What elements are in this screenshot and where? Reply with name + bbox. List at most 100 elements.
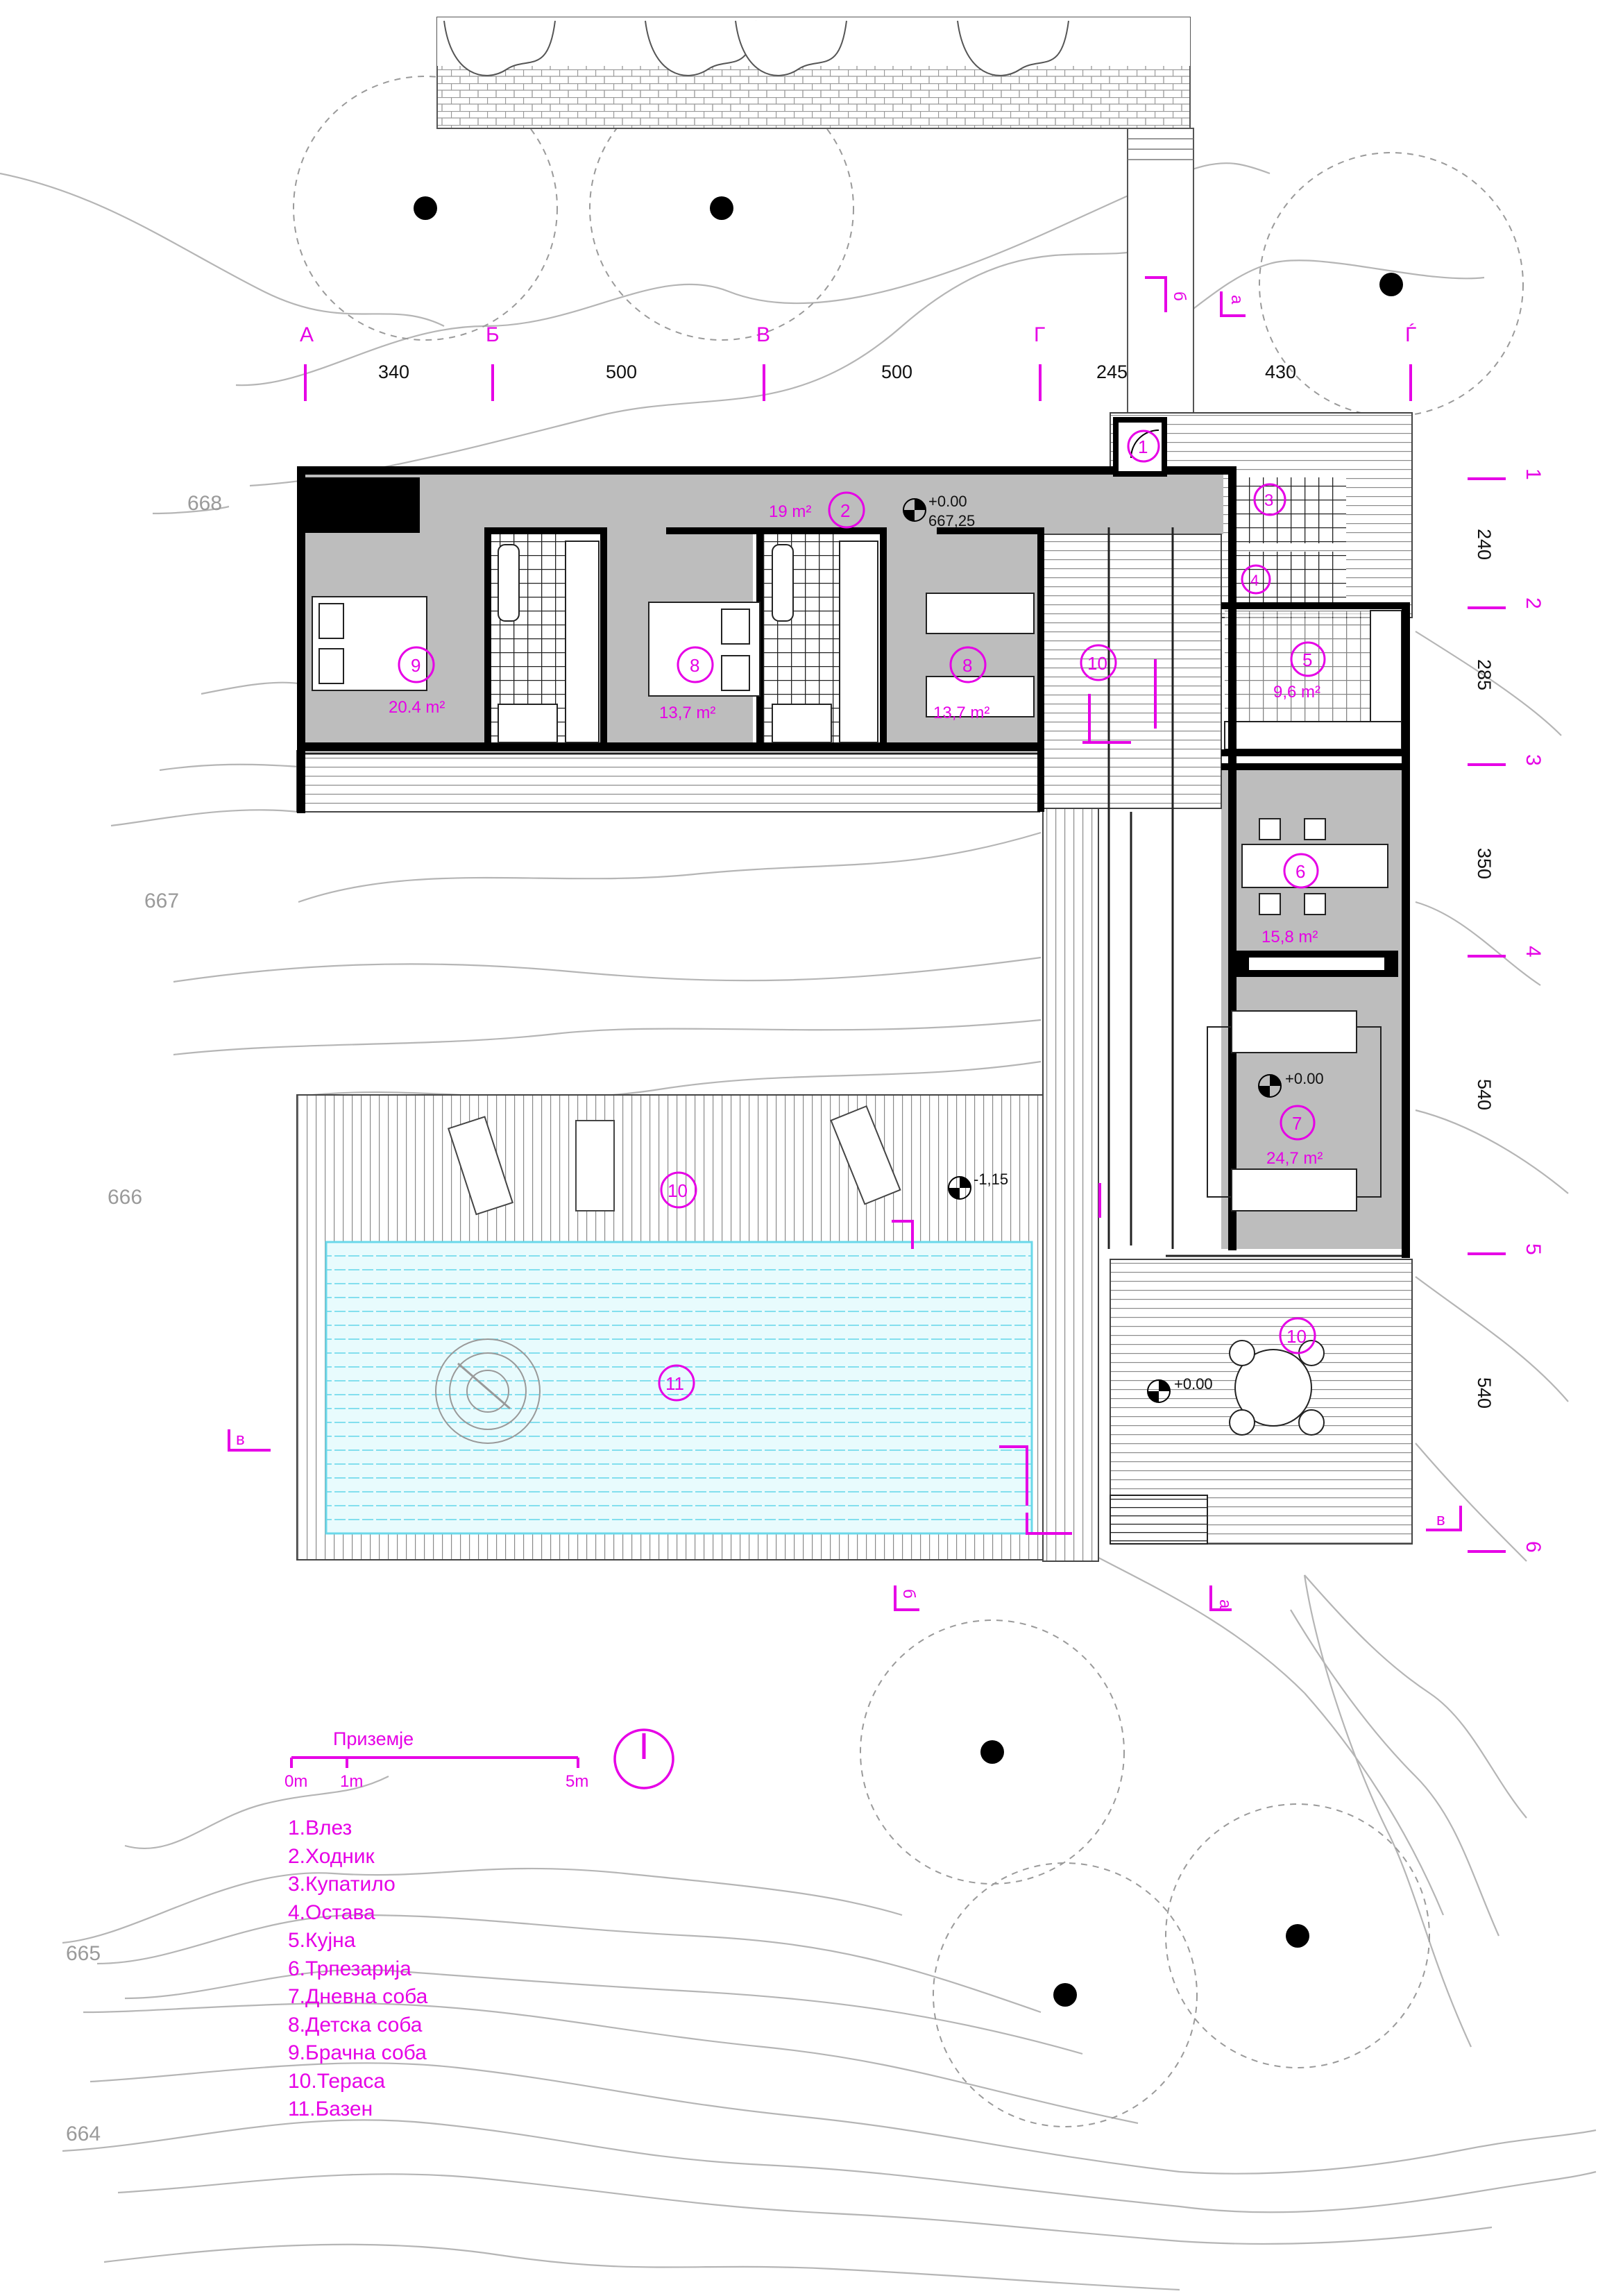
corridor-deck: [1042, 808, 1099, 1562]
legend-item: 4.Остава: [288, 1900, 375, 1924]
legend-item: 5.Кујна: [288, 1929, 356, 1952]
svg-text:10: 10: [1286, 1326, 1307, 1347]
room-4-storage: 4: [1241, 564, 1271, 595]
axis-letter-v: В: [756, 323, 770, 346]
axis-number-dim-1: 240: [1474, 529, 1495, 560]
section-mark-a-bottom: а: [1216, 1599, 1234, 1609]
room-legend: 1.Влез 2.Ходник 3.Купатило 4.Остава 5.Ку…: [288, 1814, 427, 2124]
legend-item: 10.Тераса: [288, 2069, 386, 2093]
scale-label-1: 1m: [340, 1772, 363, 1791]
axis-number-3: 3: [1522, 754, 1545, 766]
level-terrace: +0.00: [1147, 1375, 1213, 1403]
room-8b-area: 13,7 m²: [933, 704, 989, 722]
legend-item: 1.Влез: [288, 1817, 352, 1839]
level-markers: +0.00 667,25 +0.00 +0.00 -1,15: [903, 493, 1324, 1403]
axis-letter-gj: Ѓ: [1405, 323, 1416, 346]
grid-axes-letters: А Б В Г Ѓ 340 500 500 245 430: [300, 323, 1416, 401]
room-3-bathroom: 3: [1253, 483, 1286, 516]
room-9-area: 20.4 m²: [389, 698, 445, 717]
room-10-terrace-east: 10: [1279, 1317, 1316, 1354]
room-5-kitchen: 5 9,6 m²: [1273, 641, 1326, 701]
section-mark-v-left: в: [236, 1430, 245, 1449]
legend-item: 2.Ходник: [288, 1844, 375, 1868]
pool: [325, 1241, 1033, 1535]
room-10-terrace-corridor: 10: [1080, 644, 1117, 681]
axis-dim-5: 430: [1265, 362, 1296, 382]
contour-level-labels: 668 667 666 665 664: [66, 492, 222, 2145]
section-marks: б а б а в в: [228, 276, 1462, 1611]
axis-number-4: 4: [1522, 946, 1545, 958]
svg-text:7: 7: [1292, 1113, 1302, 1134]
section-mark-v-right: в: [1436, 1511, 1445, 1529]
room-2-area: 19 m²: [769, 502, 811, 521]
svg-text:8: 8: [962, 655, 972, 676]
room-8-kids-room-b: 8 13,7 m²: [933, 646, 989, 722]
axis-dim-1: 340: [378, 362, 409, 382]
svg-text:5: 5: [1302, 649, 1312, 670]
grid-axes-numbers: 1 2 3 4 5 6 240 285 350 540 540: [1468, 468, 1545, 1553]
svg-text:1: 1: [1138, 436, 1148, 457]
legend-item: 9.Брачна соба: [288, 2041, 427, 2064]
svg-text:667,25: 667,25: [928, 512, 975, 529]
legend-item: 8.Детска соба: [288, 2013, 423, 2036]
contour-label-668: 668: [187, 492, 222, 515]
svg-text:-1,15: -1,15: [974, 1171, 1008, 1188]
axis-number-dim-4: 540: [1474, 1079, 1495, 1110]
level-entry: +0.00 667,25: [903, 493, 975, 529]
scale-label-0: 0m: [284, 1772, 307, 1791]
svg-text:11: 11: [665, 1373, 684, 1394]
room-1-entry: 1: [1127, 430, 1160, 463]
axis-letter-b: Б: [486, 323, 500, 346]
room-8-kids-room-a: 8 13,7 m²: [659, 646, 715, 722]
svg-text:+0.00: +0.00: [1174, 1375, 1213, 1393]
section-mark-b-bottom: б: [899, 1589, 918, 1599]
room-labels: 1 2 19 m² 3 4 5 9,6 m² 6 15,8 m² 7 24,: [389, 430, 1326, 1402]
legend-item: 6.Трпезарија: [288, 1957, 411, 1980]
legend-item: 11.Базен: [288, 2098, 373, 2120]
contour-label-667: 667: [144, 890, 179, 912]
axis-dim-4: 245: [1096, 362, 1128, 382]
legend-item: 7.Дневна соба: [288, 1985, 428, 2008]
south-terrace-bedrooms: [296, 750, 1040, 813]
room-5-area: 9,6 m²: [1273, 683, 1320, 701]
room-7-living: 7 24,7 m²: [1266, 1105, 1323, 1168]
contour-label-666: 666: [108, 1186, 142, 1209]
svg-text:10: 10: [1087, 653, 1107, 674]
axis-number-dim-5: 540: [1474, 1377, 1495, 1409]
axis-number-2: 2: [1522, 597, 1545, 609]
axis-letter-g: Г: [1034, 323, 1045, 346]
svg-text:3: 3: [1264, 491, 1273, 510]
scale-bar-title: Приземје: [333, 1728, 414, 1749]
terrain-contours: [0, 162, 1597, 2291]
svg-text:+0.00: +0.00: [1285, 1070, 1324, 1087]
axis-number-dim-3: 350: [1474, 848, 1495, 879]
north-arrow-icon: [613, 1728, 674, 1789]
room-6-dining: 6 15,8 m²: [1261, 853, 1319, 946]
svg-text:+0.00: +0.00: [928, 493, 967, 510]
room-9-master-bedroom: 9 20.4 m²: [389, 646, 445, 717]
level-living: +0.00: [1258, 1070, 1324, 1098]
svg-text:2: 2: [840, 500, 850, 521]
parking-area: [436, 17, 1194, 417]
contour-label-664: 664: [66, 2123, 101, 2145]
svg-text:8: 8: [690, 655, 699, 676]
section-mark-a-top: а: [1227, 295, 1246, 305]
room-8a-area: 13,7 m²: [659, 704, 715, 722]
room-7-area: 24,7 m²: [1266, 1149, 1323, 1168]
axis-number-6: 6: [1522, 1541, 1545, 1553]
contour-label-665: 665: [66, 1942, 101, 1965]
svg-text:6: 6: [1295, 861, 1305, 882]
svg-text:9: 9: [411, 655, 420, 676]
axis-dim-3: 500: [881, 362, 912, 382]
room-6-area: 15,8 m²: [1261, 928, 1318, 946]
room-2-hallway: 2 19 m²: [769, 491, 865, 529]
room-11-pool: 11: [658, 1364, 695, 1402]
sunbeds: [447, 1105, 901, 1216]
scale-label-5: 5m: [566, 1772, 588, 1791]
svg-text:10: 10: [668, 1180, 688, 1201]
trees: [293, 76, 1524, 2127]
legend-item: 3.Купатило: [288, 1873, 396, 1896]
svg-text:4: 4: [1250, 572, 1259, 589]
axis-letter-a: А: [300, 323, 314, 346]
